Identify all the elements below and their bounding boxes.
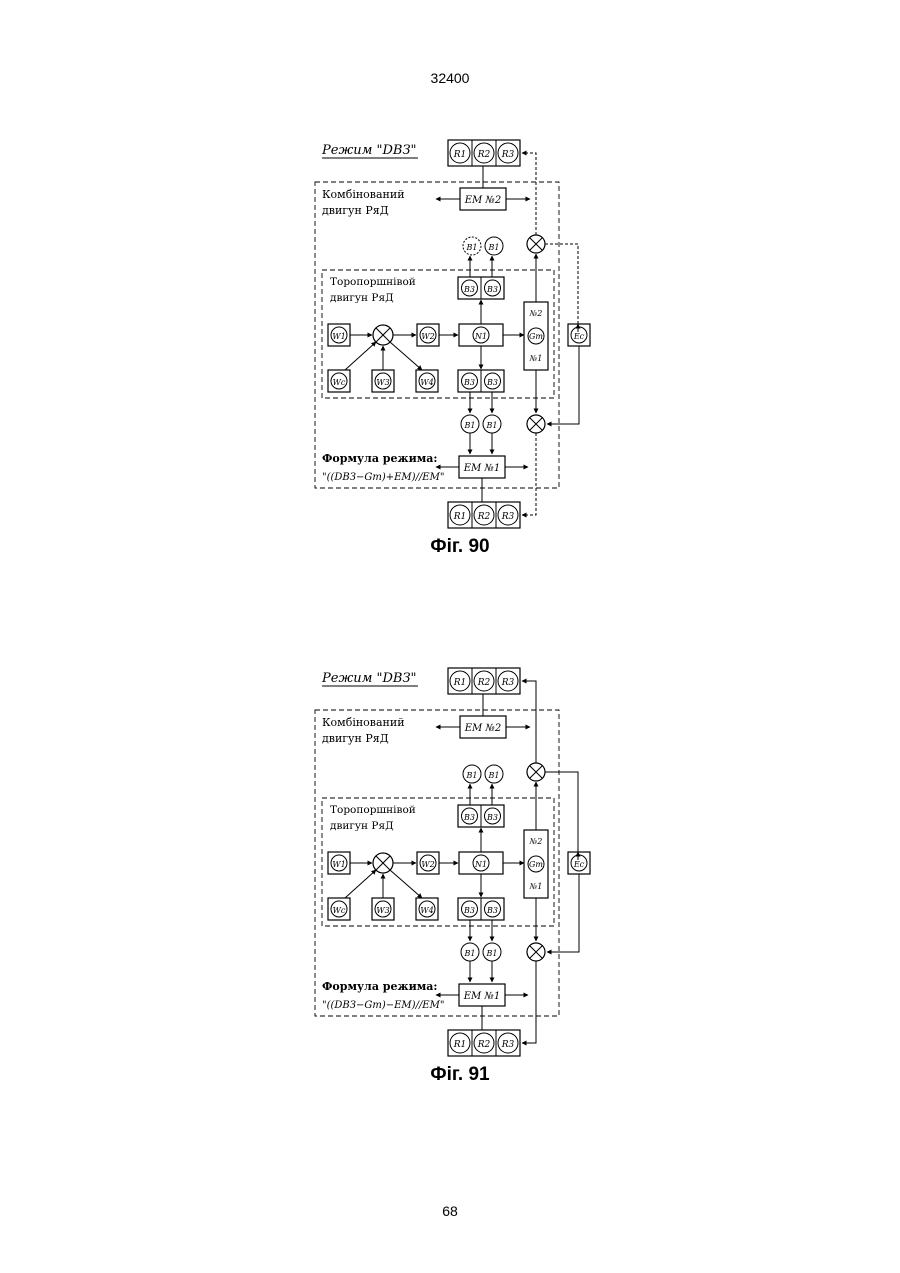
r3-label: R3 xyxy=(501,678,515,688)
page-footer-number: 68 xyxy=(0,1203,900,1219)
w3-label: W3 xyxy=(376,906,389,915)
mode-title: Режим "DВЗ" xyxy=(321,671,417,686)
formula-text: "((DВЗ−Gm)−ЕМ)//ЕМ" xyxy=(322,1000,444,1011)
wc-label: Wc xyxy=(333,906,346,915)
w2-label: W2 xyxy=(421,860,434,869)
b1-bot-right: B1 xyxy=(486,421,498,430)
wc-label: Wc xyxy=(333,378,346,387)
em-bottom-label: ЕМ №1 xyxy=(463,463,501,474)
b3-top-left: B3 xyxy=(463,813,475,822)
r-group-bottom: R1 R2 R3 xyxy=(448,1030,520,1056)
b3-bot-right: B3 xyxy=(486,378,498,387)
r2-label: R2 xyxy=(477,150,491,160)
figure-caption: Фіг. 90 xyxy=(300,536,620,558)
combined-label-2: двигун РяД xyxy=(322,732,389,745)
figure-90: Режим "DВЗ" R1 R2 R3 Комбінований двигун… xyxy=(300,132,620,552)
b1-top-left: B1 xyxy=(466,243,478,252)
combined-label-1: Комбінований xyxy=(322,188,405,201)
b3-bot-left: B3 xyxy=(463,906,475,915)
em-top-label: ЕМ №2 xyxy=(464,195,502,206)
gm-mid-label: Gm xyxy=(529,860,543,869)
r2-label: R2 xyxy=(477,678,491,688)
em-bottom-label: ЕМ №1 xyxy=(463,991,501,1002)
block-diagram: Режим "DВЗ" R1 R2 R3 Комбінований двигун… xyxy=(300,660,620,1060)
mode-title: Режим "DВЗ" xyxy=(321,143,417,158)
r3-label: R3 xyxy=(501,150,515,160)
em-top-label: ЕМ №2 xyxy=(464,723,502,734)
r-group-top: R1 R2 R3 xyxy=(448,140,520,166)
combined-label-1: Комбінований xyxy=(322,716,405,729)
ec-label: Ec xyxy=(573,860,585,869)
gm-top-label: №2 xyxy=(529,837,543,846)
b1-bot-left: B1 xyxy=(464,949,476,958)
formula-label: Формула режима: xyxy=(322,980,437,993)
w1-label: W1 xyxy=(332,332,345,341)
w2-label: W2 xyxy=(421,332,434,341)
b3-top-left: B3 xyxy=(463,285,475,294)
b3-top-right: B3 xyxy=(486,813,498,822)
ec-label: Ec xyxy=(573,332,585,341)
b3-bot-left: B3 xyxy=(463,378,475,387)
r1-label: R1 xyxy=(453,678,467,688)
figure-91: Режим "DВЗ" R1 R2 R3 Комбінований двигун… xyxy=(300,660,620,1080)
b1-bot-right: B1 xyxy=(486,949,498,958)
r3-bottom-label: R3 xyxy=(501,1040,515,1050)
w4-label: W4 xyxy=(420,378,433,387)
r2-bottom-label: R2 xyxy=(477,1040,491,1050)
toroidal-label-2: двигун РяД xyxy=(330,292,394,304)
b3-top-right: B3 xyxy=(486,285,498,294)
w3-label: W3 xyxy=(376,378,389,387)
figure-caption: Фіг. 91 xyxy=(300,1064,620,1086)
gm-mid-label: Gm xyxy=(529,332,543,341)
r-group-top: R1 R2 R3 xyxy=(448,668,520,694)
n-label: N1 xyxy=(474,860,487,869)
b1-top-right: B1 xyxy=(488,243,500,252)
r1-bottom-label: R1 xyxy=(453,512,467,522)
formula-label: Формула режима: xyxy=(322,452,437,465)
r2-bottom-label: R2 xyxy=(477,512,491,522)
gm-bot-label: №1 xyxy=(529,882,543,891)
combined-label-2: двигун РяД xyxy=(322,204,389,217)
b1-top-left: B1 xyxy=(466,771,478,780)
toroidal-label-1: Торопоршнівой xyxy=(330,276,416,288)
w1-label: W1 xyxy=(332,860,345,869)
b3-bot-right: B3 xyxy=(486,906,498,915)
w4-label: W4 xyxy=(420,906,433,915)
n-label: N1 xyxy=(474,332,487,341)
r1-bottom-label: R1 xyxy=(453,1040,467,1050)
gm-bot-label: №1 xyxy=(529,354,543,363)
formula-text: "((DВЗ−Gm)+ЕМ)//ЕМ" xyxy=(322,472,444,483)
b1-top-right: B1 xyxy=(488,771,500,780)
toroidal-label-1: Торопоршнівой xyxy=(330,804,416,816)
gm-top-label: №2 xyxy=(529,309,543,318)
r-group-bottom: R1 R2 R3 xyxy=(448,502,520,528)
page-header-number: 32400 xyxy=(0,70,900,86)
r1-label: R1 xyxy=(453,150,467,160)
toroidal-label-2: двигун РяД xyxy=(330,820,394,832)
b1-bot-left: B1 xyxy=(464,421,476,430)
block-diagram: Режим "DВЗ" R1 R2 R3 Комбінований двигун… xyxy=(300,132,620,532)
r3-bottom-label: R3 xyxy=(501,512,515,522)
